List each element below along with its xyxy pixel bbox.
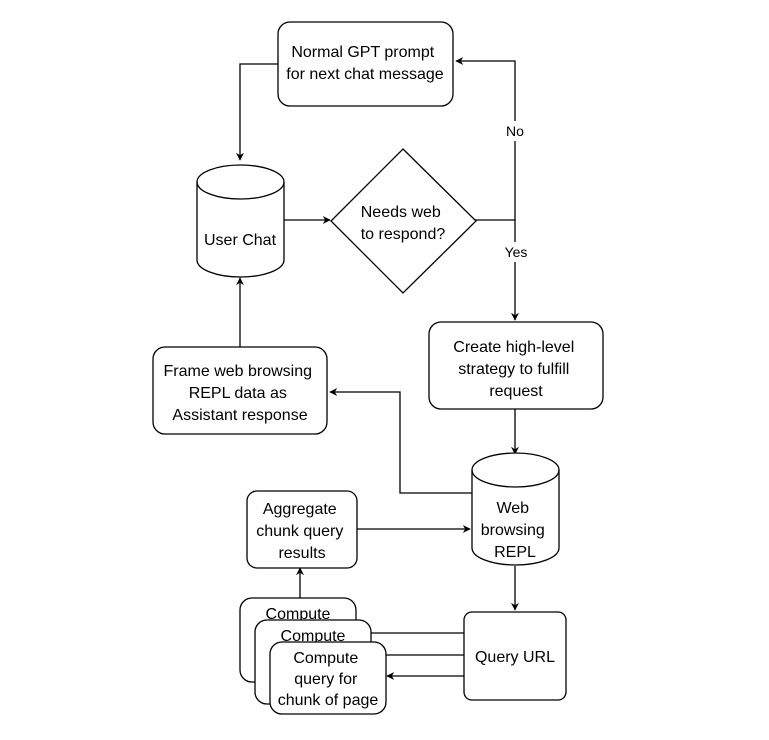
node-web-browsing-repl: Web browsing REPL: [471, 452, 560, 566]
node-user-chat: User Chat: [196, 164, 285, 278]
node-needs-web-line-1: Needs web: [361, 204, 441, 221]
node-web-repl-line-2: browsing: [481, 522, 545, 539]
svg-text:Normal GPT prompt for ne: Normal GPT prompt for next chat message: [286, 44, 444, 83]
edge-label-no: No: [506, 123, 524, 139]
svg-text:Compute query for: Compute query for chunk of page: [278, 650, 379, 709]
svg-text:Needs web to respond?: Needs web to respond?: [361, 204, 446, 243]
edge-label-yes: Yes: [505, 244, 528, 260]
svg-text:Frame web browsing REPL: Frame web browsing REPL data as Assistan…: [164, 363, 317, 424]
node-normal-gpt-line-2: for next chat message: [286, 66, 444, 83]
node-frame-web-browsing: Frame web browsing REPL data as Assistan…: [152, 346, 328, 435]
node-compute-front-line-2: query for: [294, 671, 358, 688]
node-aggregate-line-3: results: [278, 545, 325, 562]
node-compute-front-line-1: Compute: [293, 650, 358, 667]
edge-label-yes-bg: [500, 242, 532, 262]
node-web-repl-line-3: REPL: [494, 544, 536, 561]
node-normal-gpt-line-1: Normal GPT prompt: [291, 44, 434, 61]
svg-text:Aggregate chunk query: Aggregate chunk query results: [256, 501, 348, 562]
node-compute-card-front: Compute query for chunk of page: [269, 641, 387, 715]
node-aggregate-line-2: chunk query: [256, 523, 343, 540]
node-compute-stack: Compute Compute Compute query for chunk …: [239, 597, 387, 715]
node-aggregate-line-1: Aggregate: [263, 501, 337, 518]
node-create-strategy: Create high-level strategy to fulfill re…: [428, 321, 604, 410]
node-compute-back-label: Compute: [266, 606, 331, 623]
node-aggregate-results: Aggregate chunk query results: [246, 490, 358, 569]
edge-normal-gpt-to-user-chat: [236, 63, 278, 161]
node-compute-mid-label: Compute: [281, 628, 346, 645]
node-strategy-line-1: Create high-level: [453, 339, 574, 356]
svg-text:Web browsing REPL: Web browsing REPL: [481, 500, 549, 561]
node-normal-gpt-prompt: Normal GPT prompt for next chat message: [277, 21, 454, 107]
node-needs-web-line-2: to respond?: [361, 226, 446, 243]
node-user-chat-label: User Chat: [204, 232, 277, 249]
node-frame-web-line-1: Frame web browsing: [164, 363, 313, 380]
node-needs-web-decision: Needs web to respond?: [330, 148, 477, 294]
node-frame-web-line-2: REPL data as: [189, 385, 287, 402]
node-strategy-line-3: request: [489, 383, 543, 400]
node-compute-front-line-3: chunk of page: [278, 692, 379, 709]
node-strategy-line-2: strategy to fulfill: [458, 361, 569, 378]
node-query-url-label: Query URL: [475, 649, 555, 666]
edge-label-no-bg: [502, 121, 528, 141]
edge-web-repl-to-frame-web: [329, 388, 472, 494]
node-web-repl-line-1: Web: [496, 500, 529, 517]
node-query-url: Query URL: [463, 611, 567, 701]
node-frame-web-line-3: Assistant response: [172, 407, 307, 424]
svg-text:Create high-level strate: Create high-level strategy to fulfill re…: [453, 339, 578, 400]
